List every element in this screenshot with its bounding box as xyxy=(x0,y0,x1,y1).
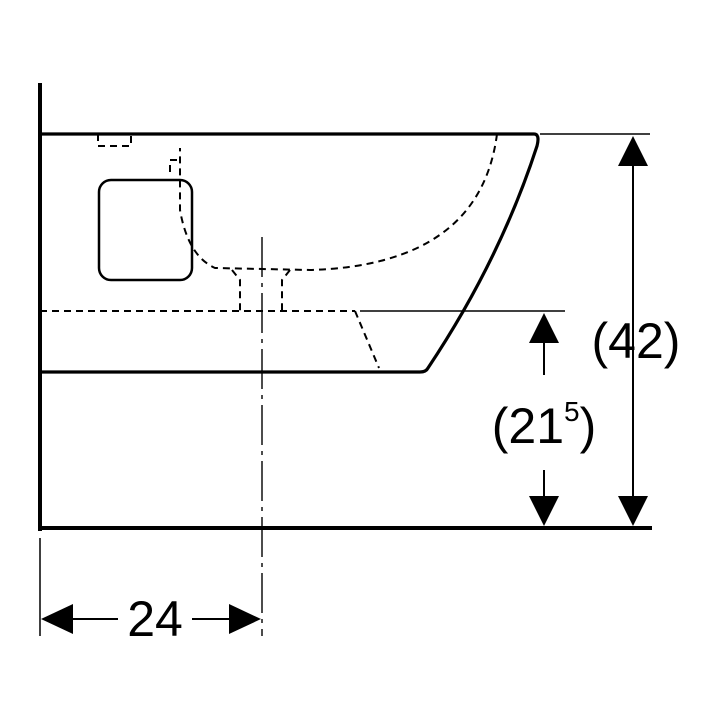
extension-lines xyxy=(39,133,650,636)
arrow-right-icon xyxy=(229,604,261,634)
bidet-body xyxy=(40,132,540,374)
front-hidden-line xyxy=(354,310,380,369)
fixing-bracket xyxy=(97,134,132,147)
arrow-down-icon xyxy=(618,496,648,526)
arrow-up-icon xyxy=(618,136,648,166)
dimension-label-21-5: (215) xyxy=(492,396,597,454)
dimension-total-height xyxy=(618,136,648,526)
dimension-horizontal xyxy=(41,604,261,634)
hidden-details xyxy=(40,133,498,369)
wall-floor xyxy=(38,83,652,531)
dimension-rim-height xyxy=(529,313,559,526)
arrow-down-icon xyxy=(529,496,559,526)
dimension-label-24: 24 xyxy=(127,591,183,647)
drain-outlet xyxy=(231,269,291,311)
rear-access-panel xyxy=(97,178,194,282)
tap-hole-tube xyxy=(169,159,180,172)
arrow-up-icon xyxy=(529,313,559,343)
bowl-inner-contour xyxy=(179,133,498,272)
dimension-label-42: (42) xyxy=(592,313,681,369)
arrow-left-icon xyxy=(41,604,73,634)
bidet-outline xyxy=(40,132,540,374)
